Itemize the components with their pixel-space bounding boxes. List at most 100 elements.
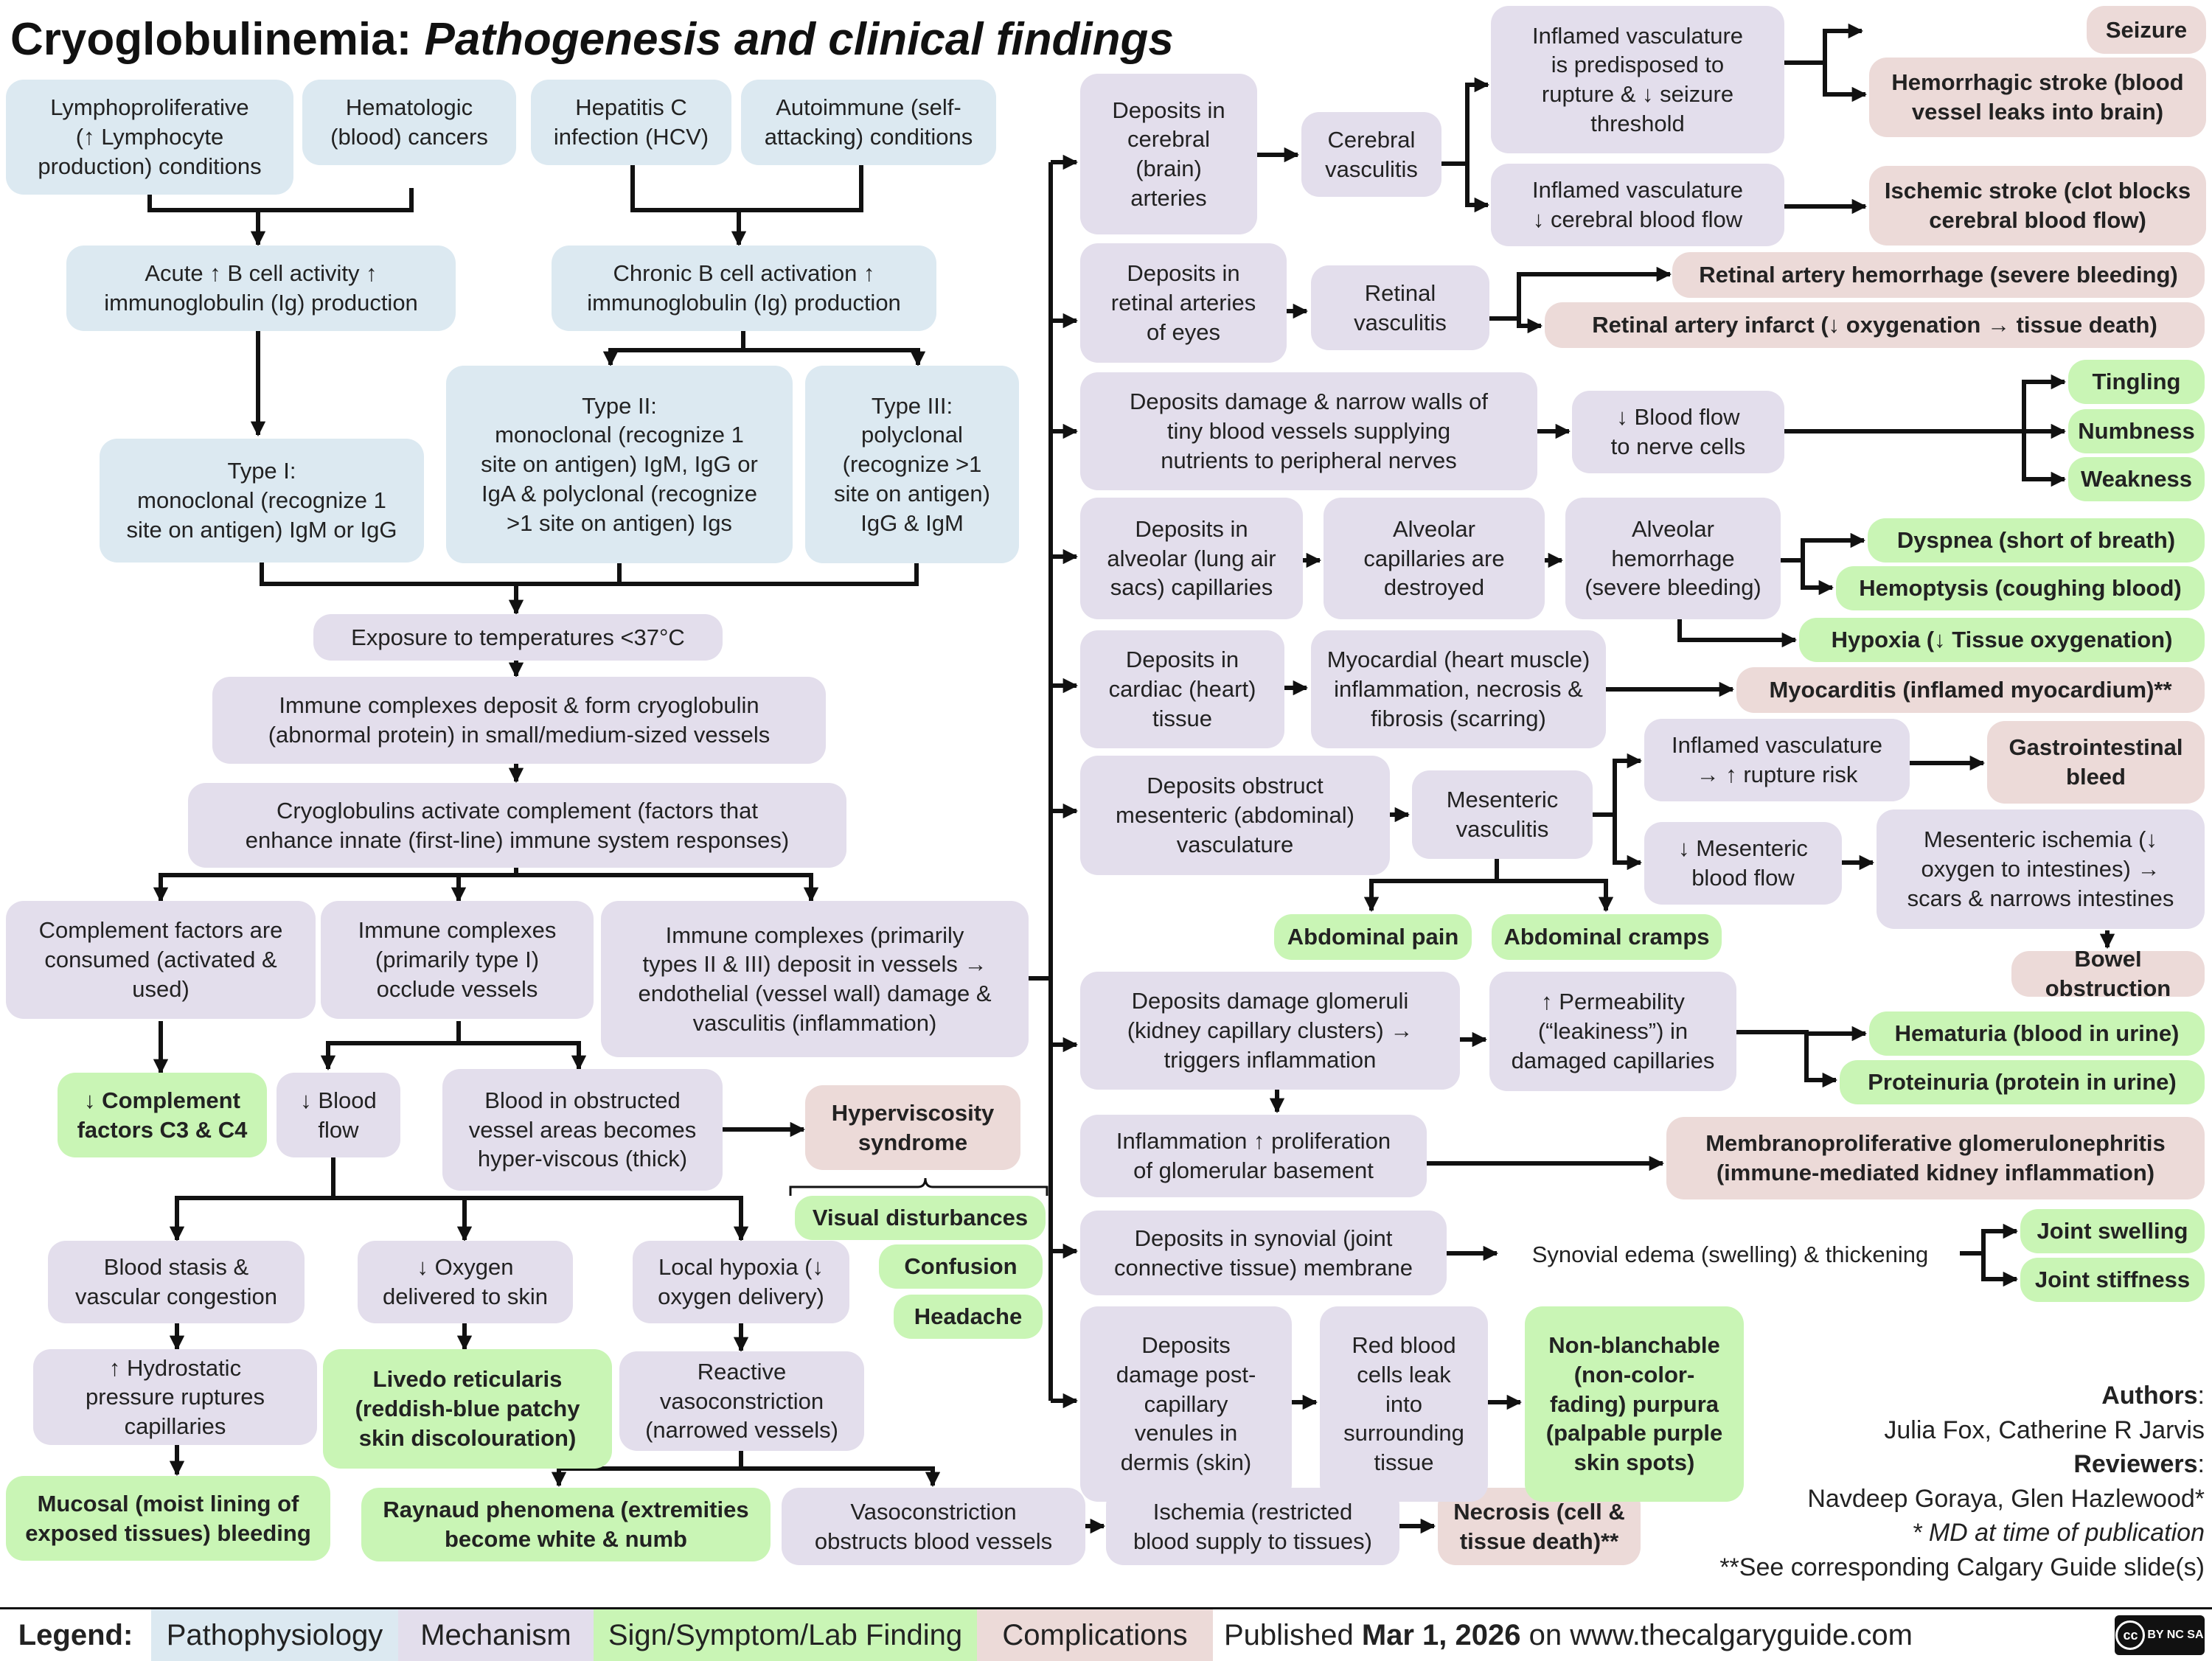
box-visual-disturbances: Visual disturbances: [795, 1196, 1046, 1240]
box-acute-b-cell: Acute ↑ B cell activity ↑ immunoglobulin…: [66, 246, 456, 331]
box-local-hypoxia: Local hypoxia (↓ oxygen delivery): [633, 1241, 849, 1323]
box-low-blood-flow: ↓ Blood flow: [276, 1073, 400, 1157]
box-exposure-cold: Exposure to temperatures <37°C: [313, 614, 723, 661]
box-synovial-edema: Synovial edema (swelling) & thickening: [1531, 1242, 1929, 1268]
legend-complications: Complications: [977, 1609, 1213, 1661]
cc-logo-icon: cc: [2115, 1620, 2146, 1650]
legend-mechanism: Mechanism: [398, 1609, 594, 1661]
box-type-2: Type II: monoclonal (recognize 1 site on…: [446, 366, 793, 563]
box-retinal-deposits: Deposits in retinal arteries of eyes: [1080, 243, 1287, 363]
authors-label: Authors: [2101, 1382, 2198, 1410]
box-hemoptysis: Hemoptysis (coughing blood): [1836, 566, 2205, 610]
box-mesenteric-ischemia: Mesenteric ischemia (↓ oxygen to intesti…: [1877, 809, 2205, 929]
box-cerebral-deposits: Deposits in cerebral (brain) arteries: [1080, 74, 1257, 234]
box-lymphoproliferative: Lymphoproliferative (↑ Lymphocyte produc…: [6, 80, 293, 195]
box-immune-occlude: Immune complexes (primarily type I) occl…: [321, 901, 594, 1019]
box-cerebral-vasculitis: Cerebral vasculitis: [1301, 112, 1441, 197]
box-hypoxia: Hypoxia (↓ Tissue oxygenation): [1799, 618, 2205, 662]
cc-license-icon: cc BY NC SA: [2115, 1615, 2205, 1655]
box-hematologic-cancers: Hematologic (blood) cancers: [302, 80, 516, 165]
md-note: * MD at time of publication: [1912, 1519, 2205, 1547]
box-inflamed-rupture: Inflamed vasculature is predisposed to r…: [1491, 6, 1784, 153]
box-immune-vasculitis: Immune complexes (primarily types II & I…: [601, 901, 1029, 1057]
box-tingling: Tingling: [2068, 360, 2205, 404]
box-alveolar-destroyed: Alveolar capillaries are destroyed: [1324, 498, 1545, 619]
box-livedo-reticularis: Livedo reticularis (reddish-blue patchy …: [323, 1349, 612, 1469]
box-mesenteric-vasculitis: Mesenteric vasculitis: [1412, 770, 1593, 859]
page-title: Cryoglobulinemia: Pathogenesis and clini…: [10, 13, 1174, 66]
box-mucosal-bleeding: Mucosal (moist lining of exposed tissues…: [6, 1476, 330, 1561]
box-nerve-blood-flow: ↓ Blood flow to nerve cells: [1572, 391, 1784, 473]
box-inflamed-rupture-risk: Inflamed vasculature → ↑ rupture risk: [1644, 719, 1910, 801]
box-glomerular-proliferation: Inflammation ↑ proliferation of glomerul…: [1080, 1115, 1427, 1197]
box-complement-consumed: Complement factors are consumed (activat…: [6, 901, 316, 1019]
box-purpura: Non-blanchable (non-color- fading) purpu…: [1525, 1306, 1744, 1502]
box-cardiac-deposits: Deposits in cardiac (heart) tissue: [1080, 630, 1284, 748]
box-raynaud: Raynaud phenomena (extremities become wh…: [361, 1488, 771, 1561]
box-ischemic-stroke: Ischemic stroke (clot blocks cerebral bl…: [1869, 166, 2206, 246]
box-capillary-permeability: ↑ Permeability (“leakiness”) in damaged …: [1489, 972, 1736, 1091]
box-myocardial-inflammation: Myocardial (heart muscle) inflammation, …: [1311, 630, 1606, 748]
published-date: Mar 1, 2026: [1361, 1618, 1521, 1651]
box-dyspnea: Dyspnea (short of breath): [1868, 518, 2205, 563]
box-chronic-b-cell: Chronic B cell activation ↑ immunoglobul…: [552, 246, 936, 331]
box-skin-deposits: Deposits damage post- capillary venules …: [1080, 1306, 1292, 1502]
legend-sign-symptom: Sign/Symptom/Lab Finding: [594, 1609, 977, 1661]
box-bowel-obstruction: Bowel obstruction: [2011, 951, 2205, 997]
published-site: on www.thecalgaryguide.com: [1528, 1618, 1913, 1651]
box-weakness: Weakness: [2068, 457, 2205, 501]
legend-pathophysiology: Pathophysiology: [151, 1609, 398, 1661]
box-retinal-infarct: Retinal artery infarct (↓ oxygenation → …: [1545, 302, 2205, 348]
box-low-complement: ↓ Complement factors C3 & C4: [58, 1073, 267, 1157]
legend-label: Legend:: [18, 1618, 133, 1651]
reviewers-label: Reviewers: [2073, 1450, 2198, 1479]
box-mesenteric-blood-flow: ↓ Mesenteric blood flow: [1644, 822, 1842, 905]
box-inflamed-cerebral-flow: Inflamed vasculature ↓ cerebral blood fl…: [1491, 164, 1784, 246]
authors-block: Authors: Julia Fox, Catherine R Jarvis R…: [1719, 1379, 2205, 1584]
box-joint-stiffness: Joint stiffness: [2020, 1258, 2205, 1302]
box-blood-stasis: Blood stasis & vascular congestion: [48, 1241, 305, 1323]
box-complement-activation: Cryoglobulins activate complement (facto…: [188, 783, 846, 868]
box-retinal-hemorrhage: Retinal artery hemorrhage (severe bleedi…: [1672, 252, 2205, 298]
title-main: Cryoglobulinemia:: [10, 14, 412, 65]
legend-bar: Legend: Pathophysiology Mechanism Sign/S…: [0, 1607, 2212, 1661]
published-info: Published Mar 1, 2026 on www.thecalgaryg…: [1224, 1609, 1913, 1661]
box-numbness: Numbness: [2068, 409, 2205, 453]
box-type-3: Type III: polyclonal (recognize >1 site …: [805, 366, 1019, 563]
box-myocarditis: Myocarditis (inflamed myocardium)**: [1736, 667, 2205, 713]
authors-names: Julia Fox, Catherine R Jarvis: [1884, 1415, 2205, 1444]
box-alveolar-hemorrhage: Alveolar hemorrhage (severe bleeding): [1565, 498, 1781, 619]
box-hyperviscosity-syndrome: Hyperviscosity syndrome: [805, 1085, 1020, 1170]
box-abdominal-cramps: Abdominal cramps: [1492, 914, 1722, 960]
box-retinal-vasculitis: Retinal vasculitis: [1311, 265, 1489, 350]
box-hepatitis-c: Hepatitis C infection (HCV): [531, 80, 731, 165]
reviewers-names: Navdeep Goraya, Glen Hazlewood*: [1807, 1484, 2205, 1513]
box-glomeruli-deposits: Deposits damage glomeruli (kidney capill…: [1080, 972, 1460, 1090]
box-gi-bleed: Gastrointestinal bleed: [1987, 721, 2205, 804]
box-joint-swelling: Joint swelling: [2020, 1209, 2205, 1253]
box-immune-complex-deposit: Immune complexes deposit & form cryoglob…: [212, 677, 826, 764]
box-rbc-leak: Red blood cells leak into surrounding ti…: [1320, 1306, 1488, 1502]
box-headache: Headache: [894, 1295, 1043, 1339]
box-mpgn: Membranoproliferative glomerulonephritis…: [1666, 1117, 2205, 1199]
title-subtitle: Pathogenesis and clinical findings: [424, 14, 1174, 65]
box-hemorrhagic-stroke: Hemorrhagic stroke (blood vessel leaks i…: [1869, 58, 2206, 137]
box-seizure: Seizure: [2087, 6, 2206, 54]
box-proteinuria: Proteinuria (protein in urine): [1840, 1060, 2205, 1104]
box-hyperviscous-blood: Blood in obstructed vessel areas becomes…: [442, 1069, 723, 1191]
box-autoimmune: Autoimmune (self- attacking) conditions: [741, 80, 996, 165]
license-text: BY NC SA: [2147, 1629, 2204, 1641]
box-reactive-vasoconstriction: Reactive vasoconstriction (narrowed vess…: [619, 1351, 864, 1451]
box-type-1: Type I: monoclonal (recognize 1 site on …: [100, 439, 424, 563]
box-hematuria: Hematuria (blood in urine): [1869, 1011, 2205, 1056]
box-mesenteric-deposits: Deposits obstruct mesenteric (abdominal)…: [1080, 756, 1390, 875]
box-low-oxygen-skin: ↓ Oxygen delivered to skin: [358, 1241, 573, 1323]
box-synovial-deposits: Deposits in synovial (joint connective t…: [1080, 1211, 1447, 1295]
box-nerve-deposits: Deposits damage & narrow walls of tiny b…: [1080, 372, 1537, 490]
box-alveolar-deposits: Deposits in alveolar (lung air sacs) cap…: [1080, 498, 1303, 619]
box-confusion: Confusion: [879, 1244, 1043, 1289]
box-abdominal-pain: Abdominal pain: [1274, 914, 1472, 960]
published-prefix: Published: [1224, 1618, 1354, 1651]
box-vasoconstriction-obstructs: Vasoconstriction obstructs blood vessels: [782, 1488, 1085, 1565]
